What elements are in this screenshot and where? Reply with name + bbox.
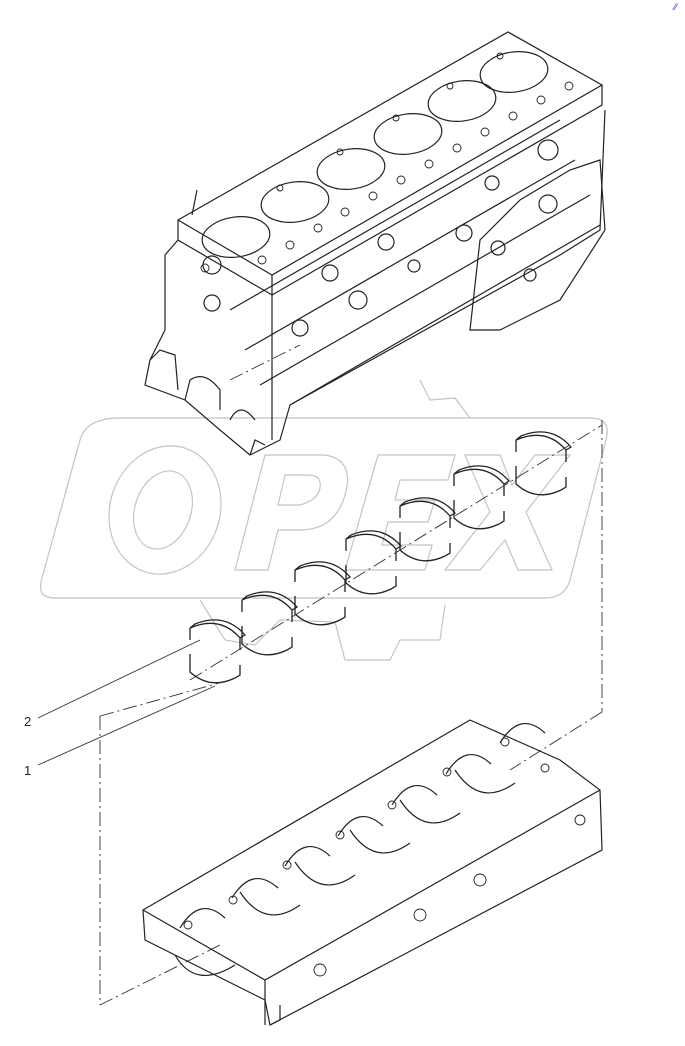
engine-block bbox=[144, 31, 606, 456]
opex-watermark bbox=[39, 379, 608, 661]
corner-mark: ⁄⁄ bbox=[673, 2, 677, 12]
bearing-ladder bbox=[142, 719, 603, 1026]
bearing-shells bbox=[189, 431, 572, 684]
callout-label-1: 1 bbox=[24, 763, 32, 778]
assembly-lines bbox=[37, 344, 603, 1006]
callout-label-2: 2 bbox=[24, 714, 32, 729]
